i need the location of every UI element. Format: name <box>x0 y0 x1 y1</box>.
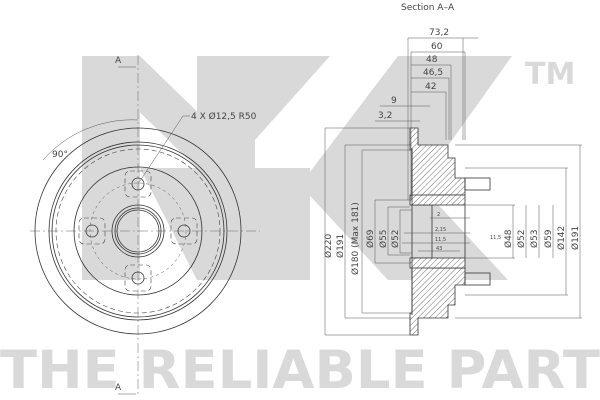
section-marker-top: A <box>115 56 122 66</box>
dim-d59: Ø59 <box>543 229 554 248</box>
dim-48: 48 <box>426 55 438 65</box>
dim-42: 42 <box>425 82 436 92</box>
dim-d48: Ø48 <box>503 229 514 248</box>
dim-2-15: 2,15 <box>435 227 446 233</box>
section-view <box>324 37 582 336</box>
dim-11-5: 11,5 <box>435 237 446 243</box>
dim-d191-right: Ø191 <box>570 226 581 250</box>
dim-2: 2 <box>437 212 440 218</box>
hole-callout: 4 X Ø12,5 R50 <box>191 111 257 122</box>
trademark-mark: TM <box>525 57 575 92</box>
dim-d69: Ø69 <box>365 229 376 248</box>
dim-43: 43 <box>436 246 442 252</box>
dim-11-5-side: 11,5 <box>490 235 501 241</box>
section-marker-bottom: A <box>115 383 122 393</box>
dim-9: 9 <box>391 96 397 106</box>
front-view <box>30 55 260 395</box>
dim-d191-left: Ø191 <box>335 234 346 258</box>
dim-d220: Ø220 <box>323 233 334 258</box>
dim-d55: Ø55 <box>378 229 389 248</box>
section-title: Section A–A <box>401 3 455 13</box>
dim-d180: Ø180 (Max 181) <box>350 202 361 275</box>
dim-d53: Ø53 <box>529 229 540 248</box>
dim-46-5: 46,5 <box>423 68 443 78</box>
dim-73-2: 73,2 <box>429 28 449 38</box>
angle-label: 90° <box>52 150 68 160</box>
dim-d52-left: Ø52 <box>390 229 401 248</box>
dim-3-2: 3,2 <box>378 111 392 121</box>
dim-60: 60 <box>431 42 443 52</box>
dim-d52-right: Ø52 <box>516 229 527 248</box>
dim-d142: Ø142 <box>556 226 567 250</box>
slogan-watermark: THE RELIABLE PART <box>0 340 600 400</box>
